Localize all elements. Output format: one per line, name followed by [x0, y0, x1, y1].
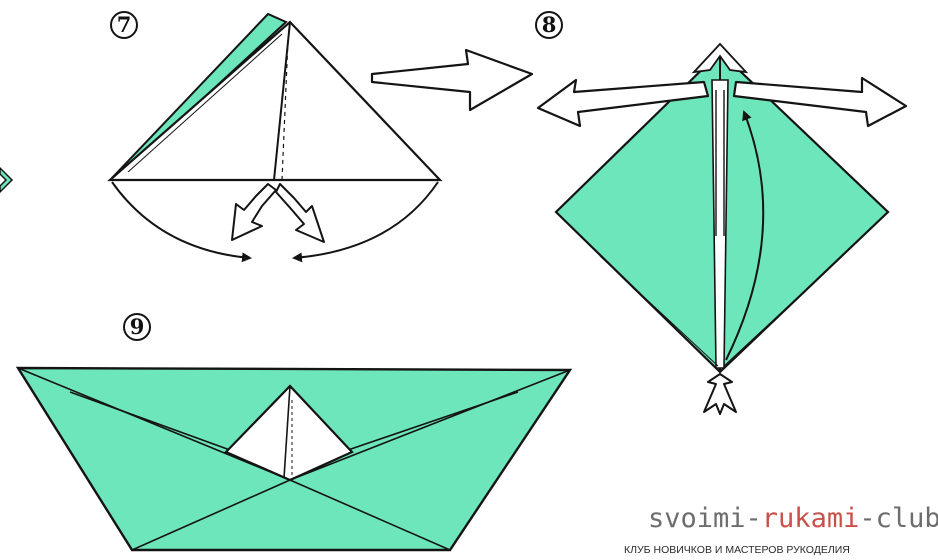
step-7-number-badge: 7 [111, 12, 137, 38]
svg-text:7: 7 [117, 12, 132, 37]
step-7-triangle [110, 22, 440, 180]
site-watermark: svoimi-rukami-club.ru КЛУБ НОВИЧКОВ И МА… [624, 503, 938, 556]
svg-text:8: 8 [542, 12, 557, 37]
step-8-number-badge: 8 [536, 12, 562, 38]
step-8-push-arrow [704, 374, 736, 414]
svg-text:svoimi-rukami-club.ru: svoimi-rukami-club.ru [648, 503, 938, 534]
svg-text:9: 9 [130, 314, 145, 339]
step-9-diagram: 9 [18, 314, 570, 550]
step-9-number-badge: 9 [124, 314, 150, 340]
step-7-diagram: 7 [110, 12, 440, 258]
site-watermark-subtitle: КЛУБ НОВИЧКОВ И МАСТЕРОВ РУКОДЕЛИЯ [624, 544, 850, 556]
edge-arrow-fragment [0, 168, 12, 192]
step-transition-arrow [372, 50, 532, 110]
step-7-pull-arrows [232, 184, 324, 242]
step-7-fold-arc [112, 182, 250, 258]
step-8-diagram: 8 [536, 12, 906, 414]
